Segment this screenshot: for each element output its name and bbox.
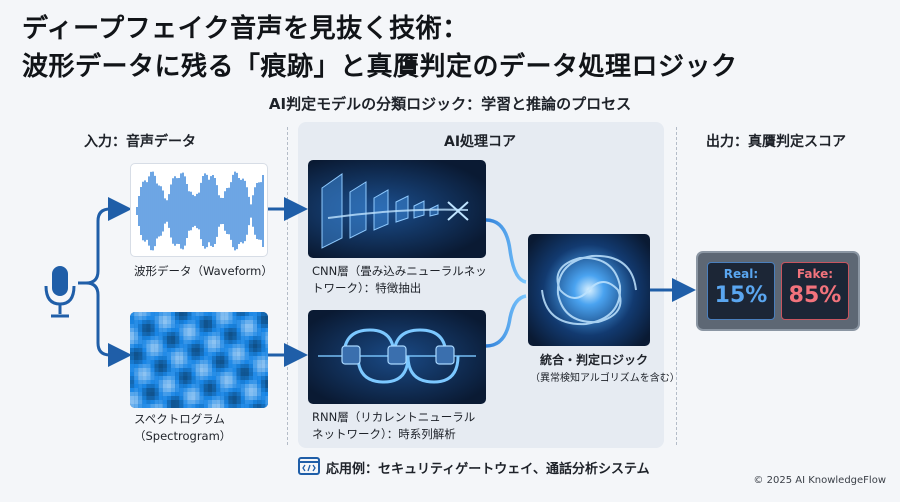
divider-left [287, 127, 288, 445]
column-header-output: 出力：真贋判定スコア [706, 134, 846, 150]
spectrogram-caption-line-1: スペクトログラム [134, 412, 225, 426]
real-score-card: Real: 15% [707, 262, 775, 320]
spiral-graphic [541, 254, 637, 326]
column-header-input: 入力：音声データ [84, 134, 196, 150]
waveform-graphic [136, 171, 264, 251]
integration-tile [528, 234, 650, 346]
waveform-tile [130, 163, 268, 257]
cnn-caption-line-2: トワーク）：特徴抽出 [312, 281, 422, 295]
rnn-caption: RNN層（リカレントニューラル ネットワーク）：時系列解析 [312, 409, 475, 443]
real-score-value: 15% [714, 283, 768, 308]
microphone-icon [44, 266, 76, 318]
fake-score-value: 85% [788, 283, 842, 308]
spectrogram-caption: スペクトログラム （Spectrogram） [134, 411, 231, 445]
spectrogram-tile [130, 312, 268, 408]
page-title: ディープフェイク音声を見抜く技術： 波形データに残る「痕跡」と真贋判定のデータ処… [22, 10, 882, 86]
arrow-cnn-to-integration [485, 218, 527, 284]
title-line-2: 波形データに残る「痕跡」と真贋判定のデータ処理ロジック [22, 52, 738, 82]
spectrogram-graphic [130, 312, 268, 408]
fake-score-label: Fake: [796, 267, 834, 281]
application-text: 応用例：セキュリティゲートウェイ、通話分析システム [326, 461, 650, 477]
arrow-mic-to-spectrogram [85, 281, 132, 367]
cnn-tile [308, 160, 486, 258]
rnn-loops-graphic [318, 328, 476, 384]
copyright: © 2025 AI KnowledgeFlow [753, 475, 886, 486]
fake-score-card: Fake: 85% [781, 262, 849, 320]
real-score-label: Real: [723, 267, 759, 281]
integration-caption: 統合・判定ロジック [540, 353, 649, 367]
arrow-rnn-to-integration [485, 294, 527, 348]
waveform-caption: 波形データ（Waveform） [134, 264, 273, 278]
spectrogram-caption-line-2: （Spectrogram） [134, 429, 232, 443]
cnn-layers-graphic [321, 173, 469, 249]
code-window-icon [298, 457, 320, 475]
title-line-1: ディープフェイク音声を見抜く技術： [22, 14, 469, 44]
diagram-subtitle: AI判定モデルの分類ロジック：学習と推論のプロセス [268, 95, 632, 113]
score-display: Real: 15% Fake: 85% [696, 251, 860, 331]
rnn-tile [308, 310, 486, 404]
application-note: 応用例：セキュリティゲートウェイ、通話分析システム [298, 457, 650, 477]
integration-subcaption: （異常検知アルゴリズムを含む） [530, 373, 680, 384]
rnn-caption-line-1: RNN層（リカレントニューラル [312, 410, 476, 424]
arrow-mic-to-waveform [78, 197, 132, 285]
rnn-caption-line-2: ネットワーク）：時系列解析 [312, 427, 456, 441]
column-header-core: AI処理コア [444, 134, 517, 150]
cnn-caption-line-1: CNN層（畳み込みニューラルネッ [312, 264, 487, 278]
cnn-caption: CNN層（畳み込みニューラルネッ トワーク）：特徴抽出 [312, 263, 487, 297]
